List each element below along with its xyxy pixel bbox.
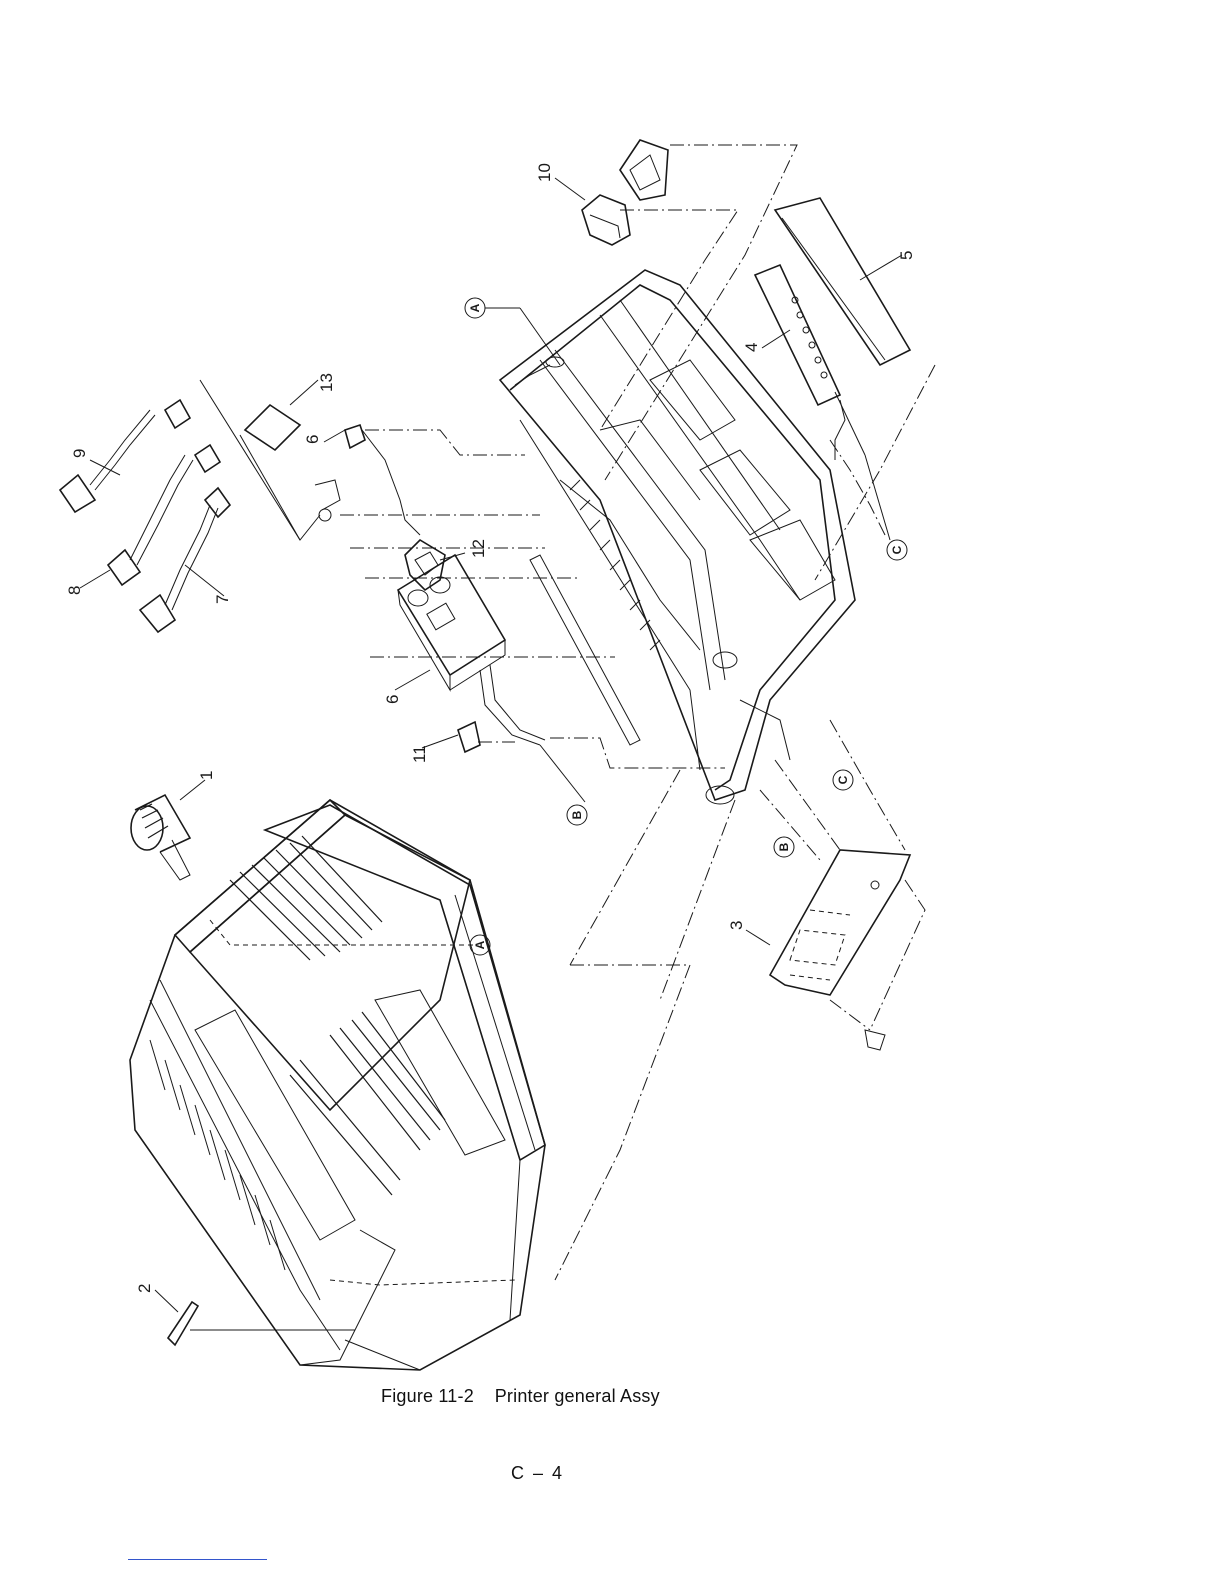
svg-text:B: B (570, 810, 584, 819)
control-board-part-3 (770, 850, 910, 1050)
label-part-2 (168, 1302, 198, 1345)
part-number-9: 9 (70, 449, 89, 458)
svg-text:A: A (473, 940, 487, 949)
assembly-lines (190, 145, 935, 1330)
page-number: C – 4 (511, 1463, 564, 1484)
reference-mark-b-harness: B (567, 805, 587, 825)
reference-marks: A A B B C C (465, 298, 907, 955)
reference-mark-c-board: C (833, 770, 853, 790)
part-number-1: 1 (197, 771, 216, 780)
power-supply-part-6 (398, 555, 545, 745)
part-number-4: 4 (742, 343, 761, 352)
part-number-11: 11 (410, 745, 429, 763)
part-number-6-psu: 6 (383, 695, 402, 704)
part-number-5: 5 (897, 251, 916, 260)
print-head-part-10 (582, 140, 668, 245)
reference-mark-b-board: B (774, 837, 794, 857)
top-cover-assembly (130, 800, 545, 1370)
part-number-13: 13 (317, 373, 336, 392)
power-cord-part-7 (140, 488, 230, 632)
svg-text:C: C (836, 775, 850, 784)
part-number-12: 12 (469, 539, 488, 558)
svg-text:A: A (468, 303, 482, 312)
part-number-10: 10 (535, 163, 554, 182)
part-number-labels: 1 2 3 4 5 6 6 7 8 9 10 11 12 13 (65, 163, 916, 1293)
footer-rule (128, 1559, 267, 1560)
part-number-7: 7 (213, 595, 232, 604)
printer-mechanism-chassis (500, 270, 855, 804)
cover-sheet-part-13 (245, 405, 300, 450)
reference-mark-a-top: A (465, 298, 485, 318)
leader-lines (80, 178, 902, 1312)
connector-part-11 (458, 722, 480, 752)
svg-text:B: B (777, 842, 791, 851)
figure-caption: Figure 11-2 Printer general Assy (381, 1386, 660, 1407)
reference-mark-c-panel: C (887, 540, 907, 560)
svg-text:C: C (890, 545, 904, 554)
power-cord-part-8 (108, 445, 220, 585)
part-number-3: 3 (727, 921, 746, 930)
part-number-2: 2 (135, 1284, 154, 1293)
panel-cover-part-5 (775, 198, 910, 365)
fuse-holder-part-6 (315, 425, 420, 535)
part-number-8: 8 (65, 586, 84, 595)
part-number-6-fuse: 6 (303, 435, 322, 444)
knob-part-1 (131, 795, 190, 880)
